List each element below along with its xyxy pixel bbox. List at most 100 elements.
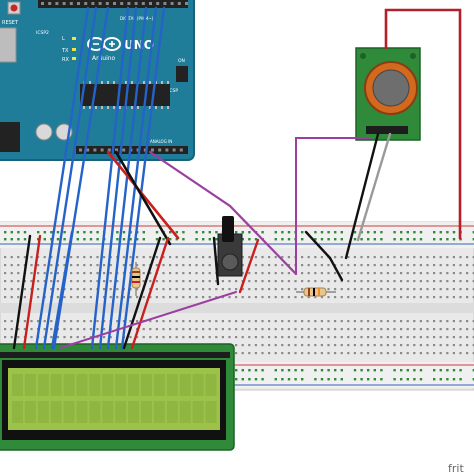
chip-leg — [113, 106, 115, 109]
breadboard-hole — [307, 256, 310, 259]
rail-hole — [452, 378, 456, 381]
breadboard-hole — [413, 288, 416, 291]
breadboard-hole — [320, 296, 323, 299]
breadboard-hole — [96, 328, 99, 331]
breadboard-hole — [340, 352, 343, 355]
breadboard-hole — [459, 320, 462, 323]
breadboard-hole — [30, 320, 33, 323]
lcd-char-cell — [24, 374, 36, 396]
breadboard-hole — [50, 272, 53, 275]
wire-blue-3 — [52, 6, 110, 350]
breadboard-hole — [221, 280, 224, 283]
breadboard-hole — [360, 336, 363, 339]
breadboard-hole — [116, 320, 119, 323]
lcd-char-cell — [166, 401, 178, 423]
rail-hole — [202, 231, 205, 234]
rail-hole — [63, 238, 66, 241]
breadboard-hole — [261, 352, 264, 355]
breadboard-hole — [380, 264, 383, 267]
header-pin — [86, 148, 90, 152]
breadboard-hole — [221, 328, 224, 331]
breadboard-hole — [353, 344, 356, 347]
breadboard-hole — [367, 280, 370, 283]
chip-leg — [155, 106, 157, 109]
l-led — [72, 37, 76, 40]
breadboard-hole — [439, 336, 442, 339]
wire-blue-4 — [90, 6, 130, 350]
breadboard-hole — [367, 336, 370, 339]
breadboard-hole — [373, 344, 376, 347]
breadboard-hole — [76, 256, 79, 259]
rail-hole — [23, 238, 27, 241]
breadboard-hole — [83, 272, 86, 275]
breadboard-hole — [56, 288, 59, 291]
rail-hole — [76, 231, 79, 234]
on-label: ON — [178, 58, 185, 64]
power-jack — [0, 122, 20, 152]
breadboard-hole — [149, 328, 152, 331]
breadboard-hole — [353, 264, 356, 267]
breadboard-hole — [241, 320, 244, 323]
breadboard-hole — [235, 320, 238, 323]
breadboard-hole — [248, 336, 251, 339]
breadboard-hole — [195, 328, 198, 331]
pot-knob — [221, 253, 239, 271]
fritzing-watermark: frit — [448, 462, 464, 474]
breadboard-hole — [287, 352, 290, 355]
breadboard-hole — [446, 320, 449, 323]
rail-hole — [4, 231, 7, 234]
breadboard-hole — [76, 280, 79, 283]
breadboard-hole — [56, 296, 59, 299]
breadboard-hole — [175, 288, 178, 291]
breadboard-hole — [439, 280, 442, 283]
breadboard-hole — [56, 280, 59, 283]
rail-hole — [175, 238, 178, 241]
breadboard-hole — [4, 320, 7, 323]
breadboard-hole — [386, 352, 389, 355]
breadboard-hole — [281, 272, 284, 275]
breadboard-hole — [4, 256, 7, 259]
breadboard-hole — [235, 344, 238, 347]
breadboard-hole — [281, 328, 284, 331]
breadboard-hole — [446, 344, 449, 347]
breadboard-hole — [109, 288, 112, 291]
breadboard-hole — [70, 328, 73, 331]
breadboard-hole — [393, 264, 396, 267]
breadboard-hole — [188, 296, 191, 299]
breadboard-hole — [334, 352, 337, 355]
breadboard-hole — [452, 256, 455, 259]
usb-port — [0, 27, 17, 63]
rail-hole — [452, 231, 456, 234]
rail-hole — [353, 369, 357, 372]
breadboard-hole — [380, 288, 383, 291]
breadboard-hole — [261, 288, 264, 291]
breadboard-hole — [188, 328, 191, 331]
breadboard-hole — [426, 272, 429, 275]
rail-hole — [340, 231, 343, 234]
breadboard-hole — [287, 264, 290, 267]
rail-hole — [320, 369, 324, 372]
breadboard-hole — [182, 328, 185, 331]
rail-hole — [301, 231, 304, 234]
breadboard-hole — [353, 256, 356, 259]
breadboard-hole — [235, 288, 238, 291]
breadboard-hole — [215, 288, 218, 291]
breadboard-hole — [433, 296, 436, 299]
breadboard-hole — [136, 256, 139, 259]
breadboard-hole — [400, 328, 403, 331]
rail-hole — [459, 378, 462, 381]
breadboard-hole — [314, 344, 317, 347]
lcd-char-cell — [102, 374, 114, 396]
breadboard-hole — [254, 296, 257, 299]
breadboard-hole — [202, 280, 205, 283]
breadboard-hole — [254, 352, 257, 355]
breadboard-hole — [175, 280, 178, 283]
breadboard-hole — [472, 328, 474, 331]
wire-blue-6 — [106, 6, 148, 350]
header-pin — [113, 2, 116, 5]
rail-hole — [380, 378, 383, 381]
breadboard-hole — [413, 256, 416, 259]
breadboard-hole — [254, 280, 257, 283]
breadboard-hole — [169, 336, 172, 339]
breadboard-hole — [63, 336, 66, 339]
